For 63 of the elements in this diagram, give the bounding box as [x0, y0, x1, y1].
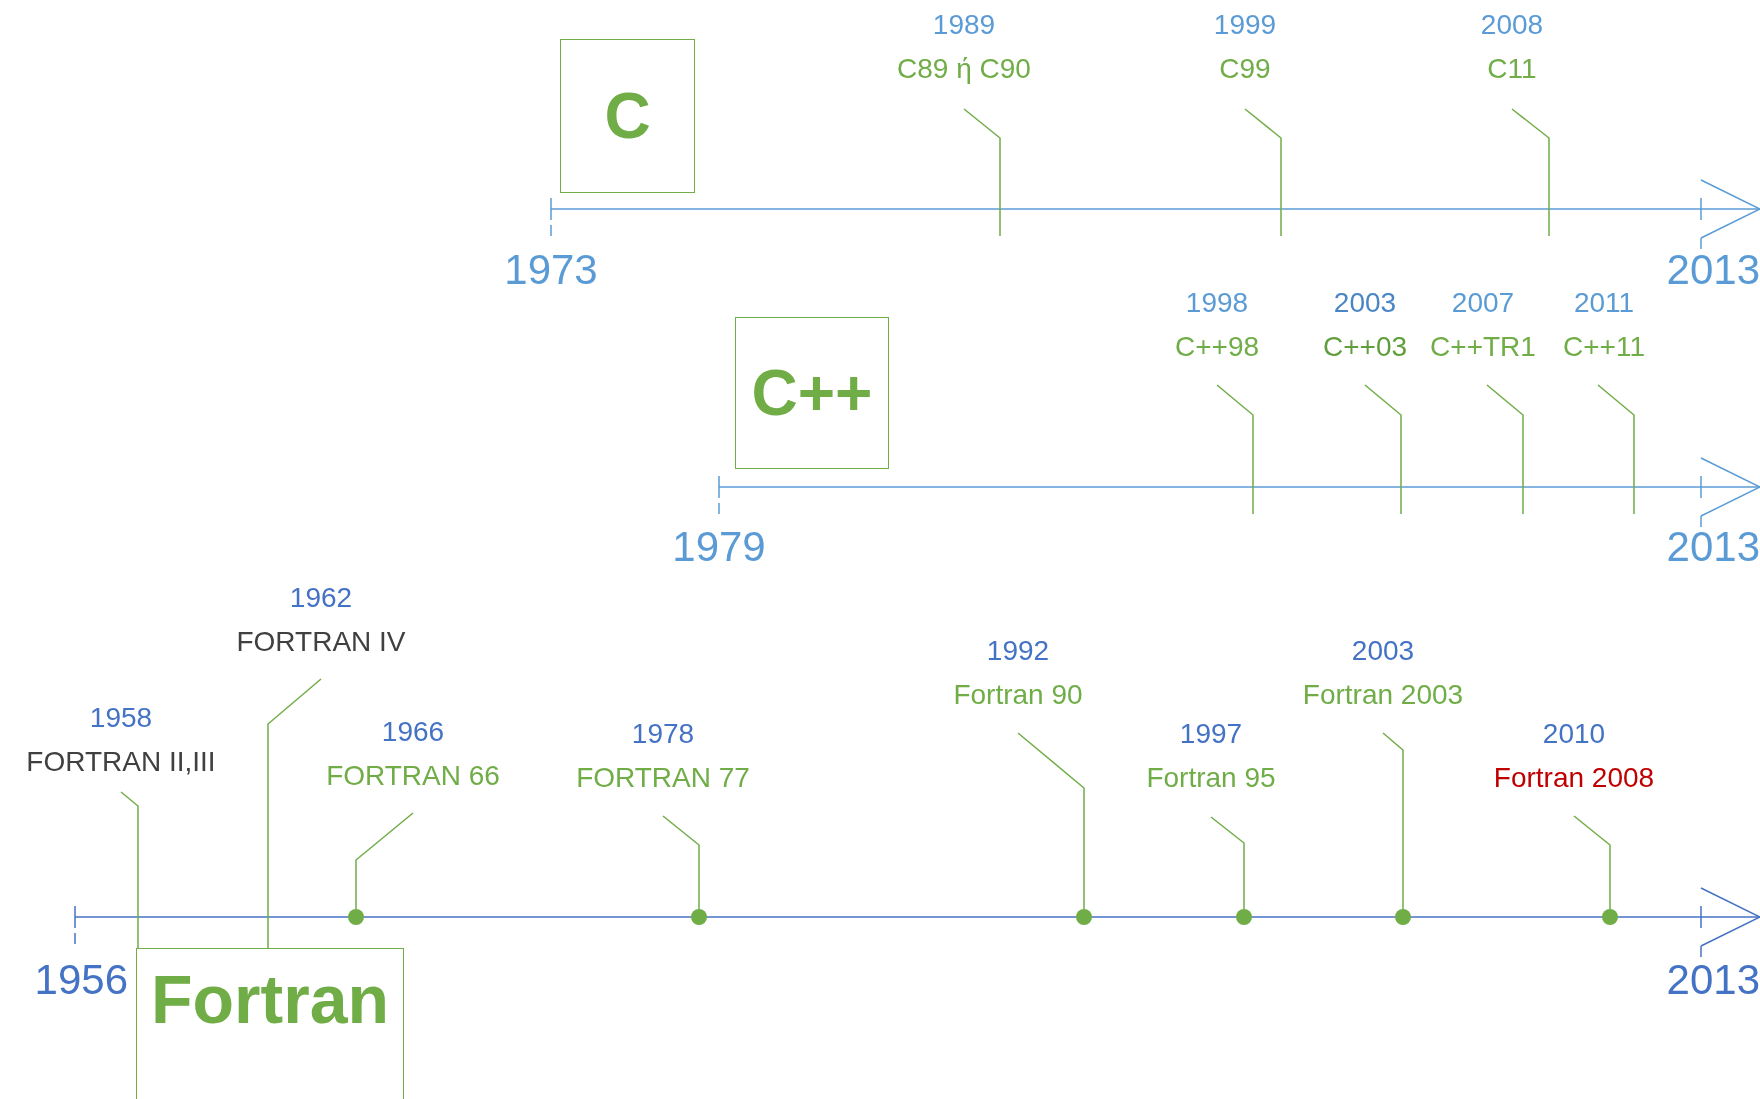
leader-line — [1382, 732, 1404, 910]
milestone-dot — [1076, 909, 1092, 925]
version-label: C99 — [1219, 52, 1271, 86]
milestone-dot — [1602, 909, 1618, 925]
language-name: Fortran — [151, 964, 389, 1033]
year-label: 1978 — [631, 717, 695, 751]
year-label: 2008 — [1480, 8, 1544, 42]
year-label: 1989 — [932, 8, 996, 42]
milestone-dot — [691, 909, 707, 925]
milestone-dot — [1236, 909, 1252, 925]
year-label: 2003 — [1351, 634, 1415, 668]
year-label: 2007 — [1451, 286, 1515, 320]
year-label: 2013 — [1666, 246, 1760, 294]
language-box — [735, 317, 889, 469]
version-label: Fortran 2003 — [1302, 678, 1464, 712]
milestone-dot — [1395, 909, 1411, 925]
year-label: 2013 — [1666, 956, 1760, 1004]
version-label: C++98 — [1174, 330, 1260, 364]
leader-line — [1210, 816, 1245, 910]
version-label: C++TR1 — [1430, 330, 1536, 364]
leader-line — [267, 678, 322, 949]
version-label: FORTRAN 77 — [576, 761, 750, 795]
version-label: Fortran 2008 — [1493, 761, 1655, 795]
milestone-dot — [348, 909, 364, 925]
year-label: 2013 — [1666, 523, 1760, 571]
version-label: Fortran 95 — [1146, 761, 1276, 795]
leader-line — [1573, 815, 1611, 910]
leader-line — [1244, 108, 1282, 237]
year-label: 1966 — [381, 715, 445, 749]
year-label: 1973 — [504, 246, 598, 294]
leader-line — [1511, 108, 1550, 237]
version-label: C11 — [1487, 52, 1537, 86]
year-label: 2003 — [1333, 286, 1397, 320]
version-label: Fortran 90 — [953, 678, 1083, 712]
leader-line — [662, 815, 700, 910]
language-box — [560, 39, 695, 193]
year-label: 1997 — [1179, 717, 1243, 751]
language-name: C++ — [751, 361, 873, 425]
leader-line — [120, 791, 139, 949]
year-label: 1979 — [672, 523, 766, 571]
year-label: 1958 — [89, 701, 153, 735]
language-name: C — [604, 84, 651, 148]
version-label: C++03 — [1322, 330, 1408, 364]
year-label: 1998 — [1185, 286, 1249, 320]
version-label: FORTRAN II,III — [26, 745, 216, 779]
leader-line — [1597, 384, 1635, 515]
leader-line — [355, 812, 414, 910]
year-label: 1999 — [1213, 8, 1277, 42]
version-label: FORTRAN 66 — [326, 759, 500, 793]
year-label: 1956 — [34, 956, 128, 1004]
year-label: 2010 — [1542, 717, 1606, 751]
leader-line — [1364, 384, 1402, 515]
leader-line — [1017, 732, 1085, 910]
year-label: 2011 — [1573, 286, 1635, 320]
version-label: C89 ή C90 — [897, 52, 1031, 86]
year-label: 1962 — [289, 581, 353, 615]
leader-line — [1486, 384, 1524, 515]
leader-line — [963, 108, 1001, 237]
language-box — [136, 948, 404, 1099]
version-label: FORTRAN IV — [236, 625, 406, 659]
year-label: 1992 — [986, 634, 1050, 668]
leader-line — [1216, 384, 1254, 515]
version-label: C++11 — [1563, 330, 1645, 364]
